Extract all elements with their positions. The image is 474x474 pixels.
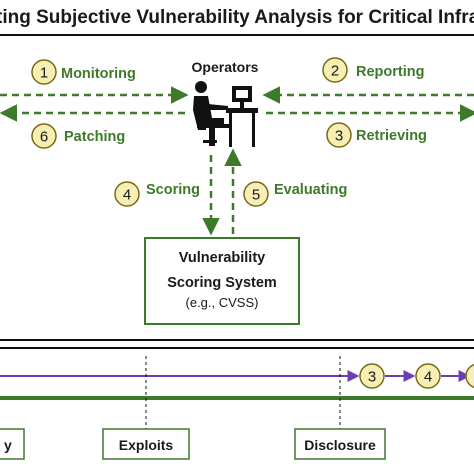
step-1-label: Monitoring bbox=[61, 66, 136, 82]
timeline-circle-4: 4 bbox=[415, 363, 441, 389]
timeline-label-exploits: Exploits bbox=[102, 428, 190, 460]
step-4: 4 Scoring bbox=[114, 181, 200, 207]
timeline-label-exploits-text: Exploits bbox=[119, 437, 174, 453]
step-5: 5 Evaluating bbox=[243, 181, 347, 207]
timeline-circle-partial bbox=[465, 363, 474, 389]
timeline-label-partial: y bbox=[0, 428, 25, 460]
timeline-label-disclosure: Disclosure bbox=[294, 428, 386, 460]
scoring-system-frame bbox=[144, 237, 300, 325]
step-3: 3 Retrieving bbox=[326, 122, 427, 148]
step-4-circle bbox=[114, 181, 140, 207]
top-panel-frame bbox=[0, 34, 474, 341]
operator-at-computer-icon bbox=[193, 81, 258, 147]
scoring-system-line3: (e.g., CVSS) bbox=[186, 295, 259, 310]
timeline-circle-4-number: 4 bbox=[424, 369, 432, 386]
step-3-circle bbox=[326, 122, 352, 148]
timeline-circle-3-number: 3 bbox=[368, 369, 376, 386]
step-5-label: Evaluating bbox=[274, 182, 347, 198]
timeline-label-disclosure-text: Disclosure bbox=[304, 437, 376, 453]
step-3-label: Retrieving bbox=[356, 128, 427, 144]
step-1-circle bbox=[31, 59, 57, 85]
step-4-number: 4 bbox=[123, 187, 131, 204]
timeline-panel-frame bbox=[0, 347, 474, 349]
step-2-circle bbox=[322, 57, 348, 83]
operators-label: Operators bbox=[192, 59, 259, 75]
step-6-circle bbox=[31, 123, 57, 149]
step-6-label: Patching bbox=[64, 129, 125, 145]
timeline-label-partial-text: y bbox=[4, 437, 12, 453]
scoring-system-line1: Vulnerability bbox=[179, 250, 265, 266]
scoring-system-box: Vulnerability Scoring System (e.g., CVSS… bbox=[144, 237, 300, 325]
step-5-number: 5 bbox=[252, 187, 260, 204]
step-5-circle bbox=[243, 181, 269, 207]
step-4-label: Scoring bbox=[146, 182, 200, 198]
step-1: 1 Monitoring bbox=[31, 59, 136, 85]
step-2-number: 2 bbox=[331, 63, 339, 80]
scoring-system-line2: Scoring System bbox=[167, 275, 277, 291]
step-2: 2 Reporting bbox=[322, 57, 424, 83]
step-1-number: 1 bbox=[40, 65, 48, 82]
step-3-number: 3 bbox=[335, 128, 343, 145]
step-6-number: 6 bbox=[40, 129, 48, 146]
timeline-circle-3: 3 bbox=[359, 363, 385, 389]
step-2-label: Reporting bbox=[356, 64, 424, 80]
diagram-title: ting Subjective Vulnerability Analysis f… bbox=[0, 7, 474, 28]
step-6: 6 Patching bbox=[31, 123, 125, 149]
